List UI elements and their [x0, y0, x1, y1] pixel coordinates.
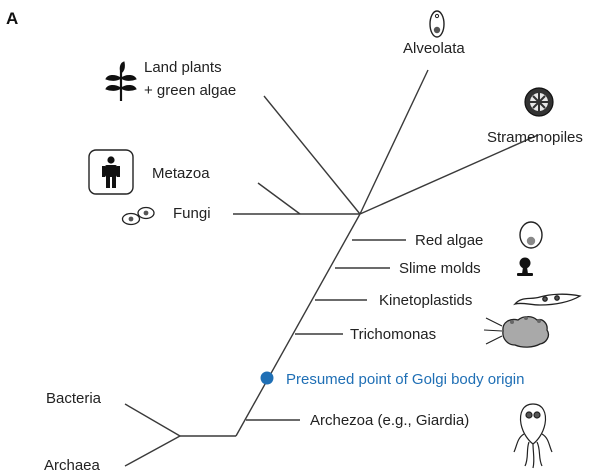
label-metazoa: Metazoa: [152, 165, 210, 182]
label-fungi: Fungi: [173, 205, 211, 222]
land-plant-icon: [106, 62, 136, 101]
branch-archaea: [125, 436, 180, 466]
label-slime-molds: Slime molds: [399, 260, 481, 277]
branch-eukaryote-trunk: [236, 214, 360, 436]
label-archezoa: Archezoa (e.g., Giardia): [310, 412, 469, 429]
kinetoplastid-icon: [515, 294, 580, 305]
label-alveolata: Alveolata: [403, 40, 465, 57]
slime-mold-icon: [517, 258, 533, 277]
label-red-algae: Red algae: [415, 232, 483, 249]
label-land-plants-line2: + green algae: [144, 82, 236, 99]
branch-stramenopiles: [360, 135, 538, 214]
alveolata-cell-icon: [430, 11, 444, 37]
golgi-origin-marker: [261, 372, 274, 385]
label-bacteria: Bacteria: [46, 390, 102, 407]
branch-metazoa: [258, 183, 300, 214]
fungi-cells-icon: [123, 208, 155, 225]
label-stramenopiles: Stramenopiles: [487, 129, 583, 146]
stramenopile-cell-icon: [525, 88, 553, 116]
label-kinetoplastids: Kinetoplastids: [379, 292, 472, 309]
label-trichomonas: Trichomonas: [350, 326, 436, 343]
panel-letter: A: [6, 9, 18, 28]
trichomonas-icon: [484, 316, 548, 347]
human-figure-icon: [89, 150, 133, 194]
red-algae-cell-icon: [520, 222, 542, 248]
branch-bacteria: [125, 404, 180, 436]
branch-land-plants: [264, 96, 360, 214]
label-archaea: Archaea: [44, 457, 101, 474]
label-land-plants-line1: Land plants: [144, 59, 222, 76]
golgi-origin-label: Presumed point of Golgi body origin: [286, 371, 524, 388]
giardia-icon: [514, 404, 552, 468]
branch-alveolata: [360, 70, 428, 214]
